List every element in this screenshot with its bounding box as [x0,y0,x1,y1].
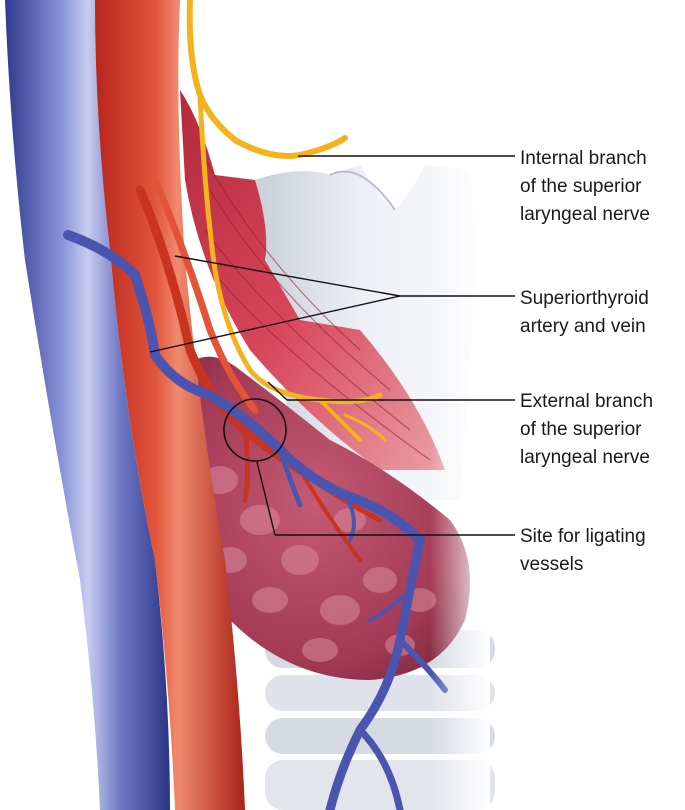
common-carotid-artery [95,0,245,810]
leader-lines [149,155,515,536]
label-line: of the superior [520,419,642,440]
internal-jugular-vein [5,0,170,810]
leader-ligation-a [256,461,276,536]
label-internal-branch: Internal branch of the superior laryngea… [520,145,685,229]
leader-external-branch-a [267,381,288,401]
label-external-branch: External branch of the superior laryngea… [520,388,685,472]
label-line: laryngeal nerve [520,204,650,225]
label-line: vessels [520,554,584,575]
superior-thyroid-vein [63,230,448,810]
thyrohyoid-muscle [180,90,445,470]
label-line: External branch [520,391,654,412]
right-fade [430,150,490,810]
label-line: Internal branch [520,148,647,169]
label-line: Site for ligating [520,526,646,547]
leader-thyroid-vein [149,295,401,353]
ligation-site-circle [223,398,287,462]
label-line: laryngeal nerve [520,447,650,468]
leader-thyroid-artery [174,255,401,297]
label-line: of the superior [520,176,642,197]
label-ligation-site: Site for ligating vessels [520,523,685,579]
label-line: artery and vein [520,316,646,337]
muscle-fibers [199,149,431,461]
label-superior-thyroid: Superiorthyroid artery and vein [520,285,685,341]
label-line: Superiorthyroid [520,288,649,309]
